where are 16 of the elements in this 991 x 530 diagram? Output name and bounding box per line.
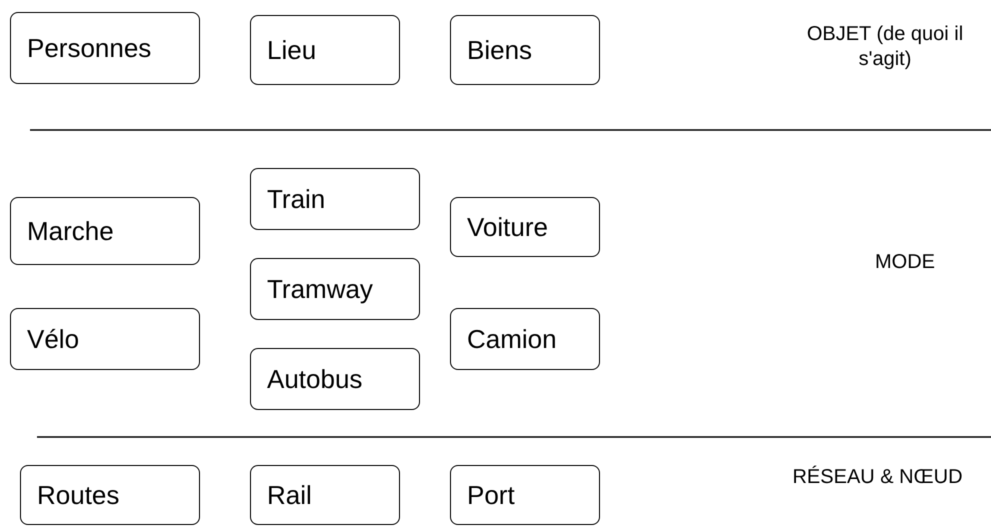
category-box: Marche <box>10 197 200 265</box>
row-heading: RÉSEAU & NŒUD <box>791 465 964 490</box>
row-heading: MODE <box>874 250 936 275</box>
category-box: Voiture <box>450 197 600 257</box>
category-box: Train <box>250 168 420 230</box>
row-heading: OBJET (de quoi il s'agit) <box>806 22 964 72</box>
category-box: Autobus <box>250 348 420 410</box>
category-box: Routes <box>20 465 200 525</box>
category-box: Vélo <box>10 308 200 370</box>
category-box: Port <box>450 465 600 525</box>
category-box: Camion <box>450 308 600 370</box>
category-box: Lieu <box>250 15 400 85</box>
category-box: Biens <box>450 15 600 85</box>
category-box: Personnes <box>10 12 200 84</box>
category-box: Tramway <box>250 258 420 320</box>
category-box: Rail <box>250 465 400 525</box>
